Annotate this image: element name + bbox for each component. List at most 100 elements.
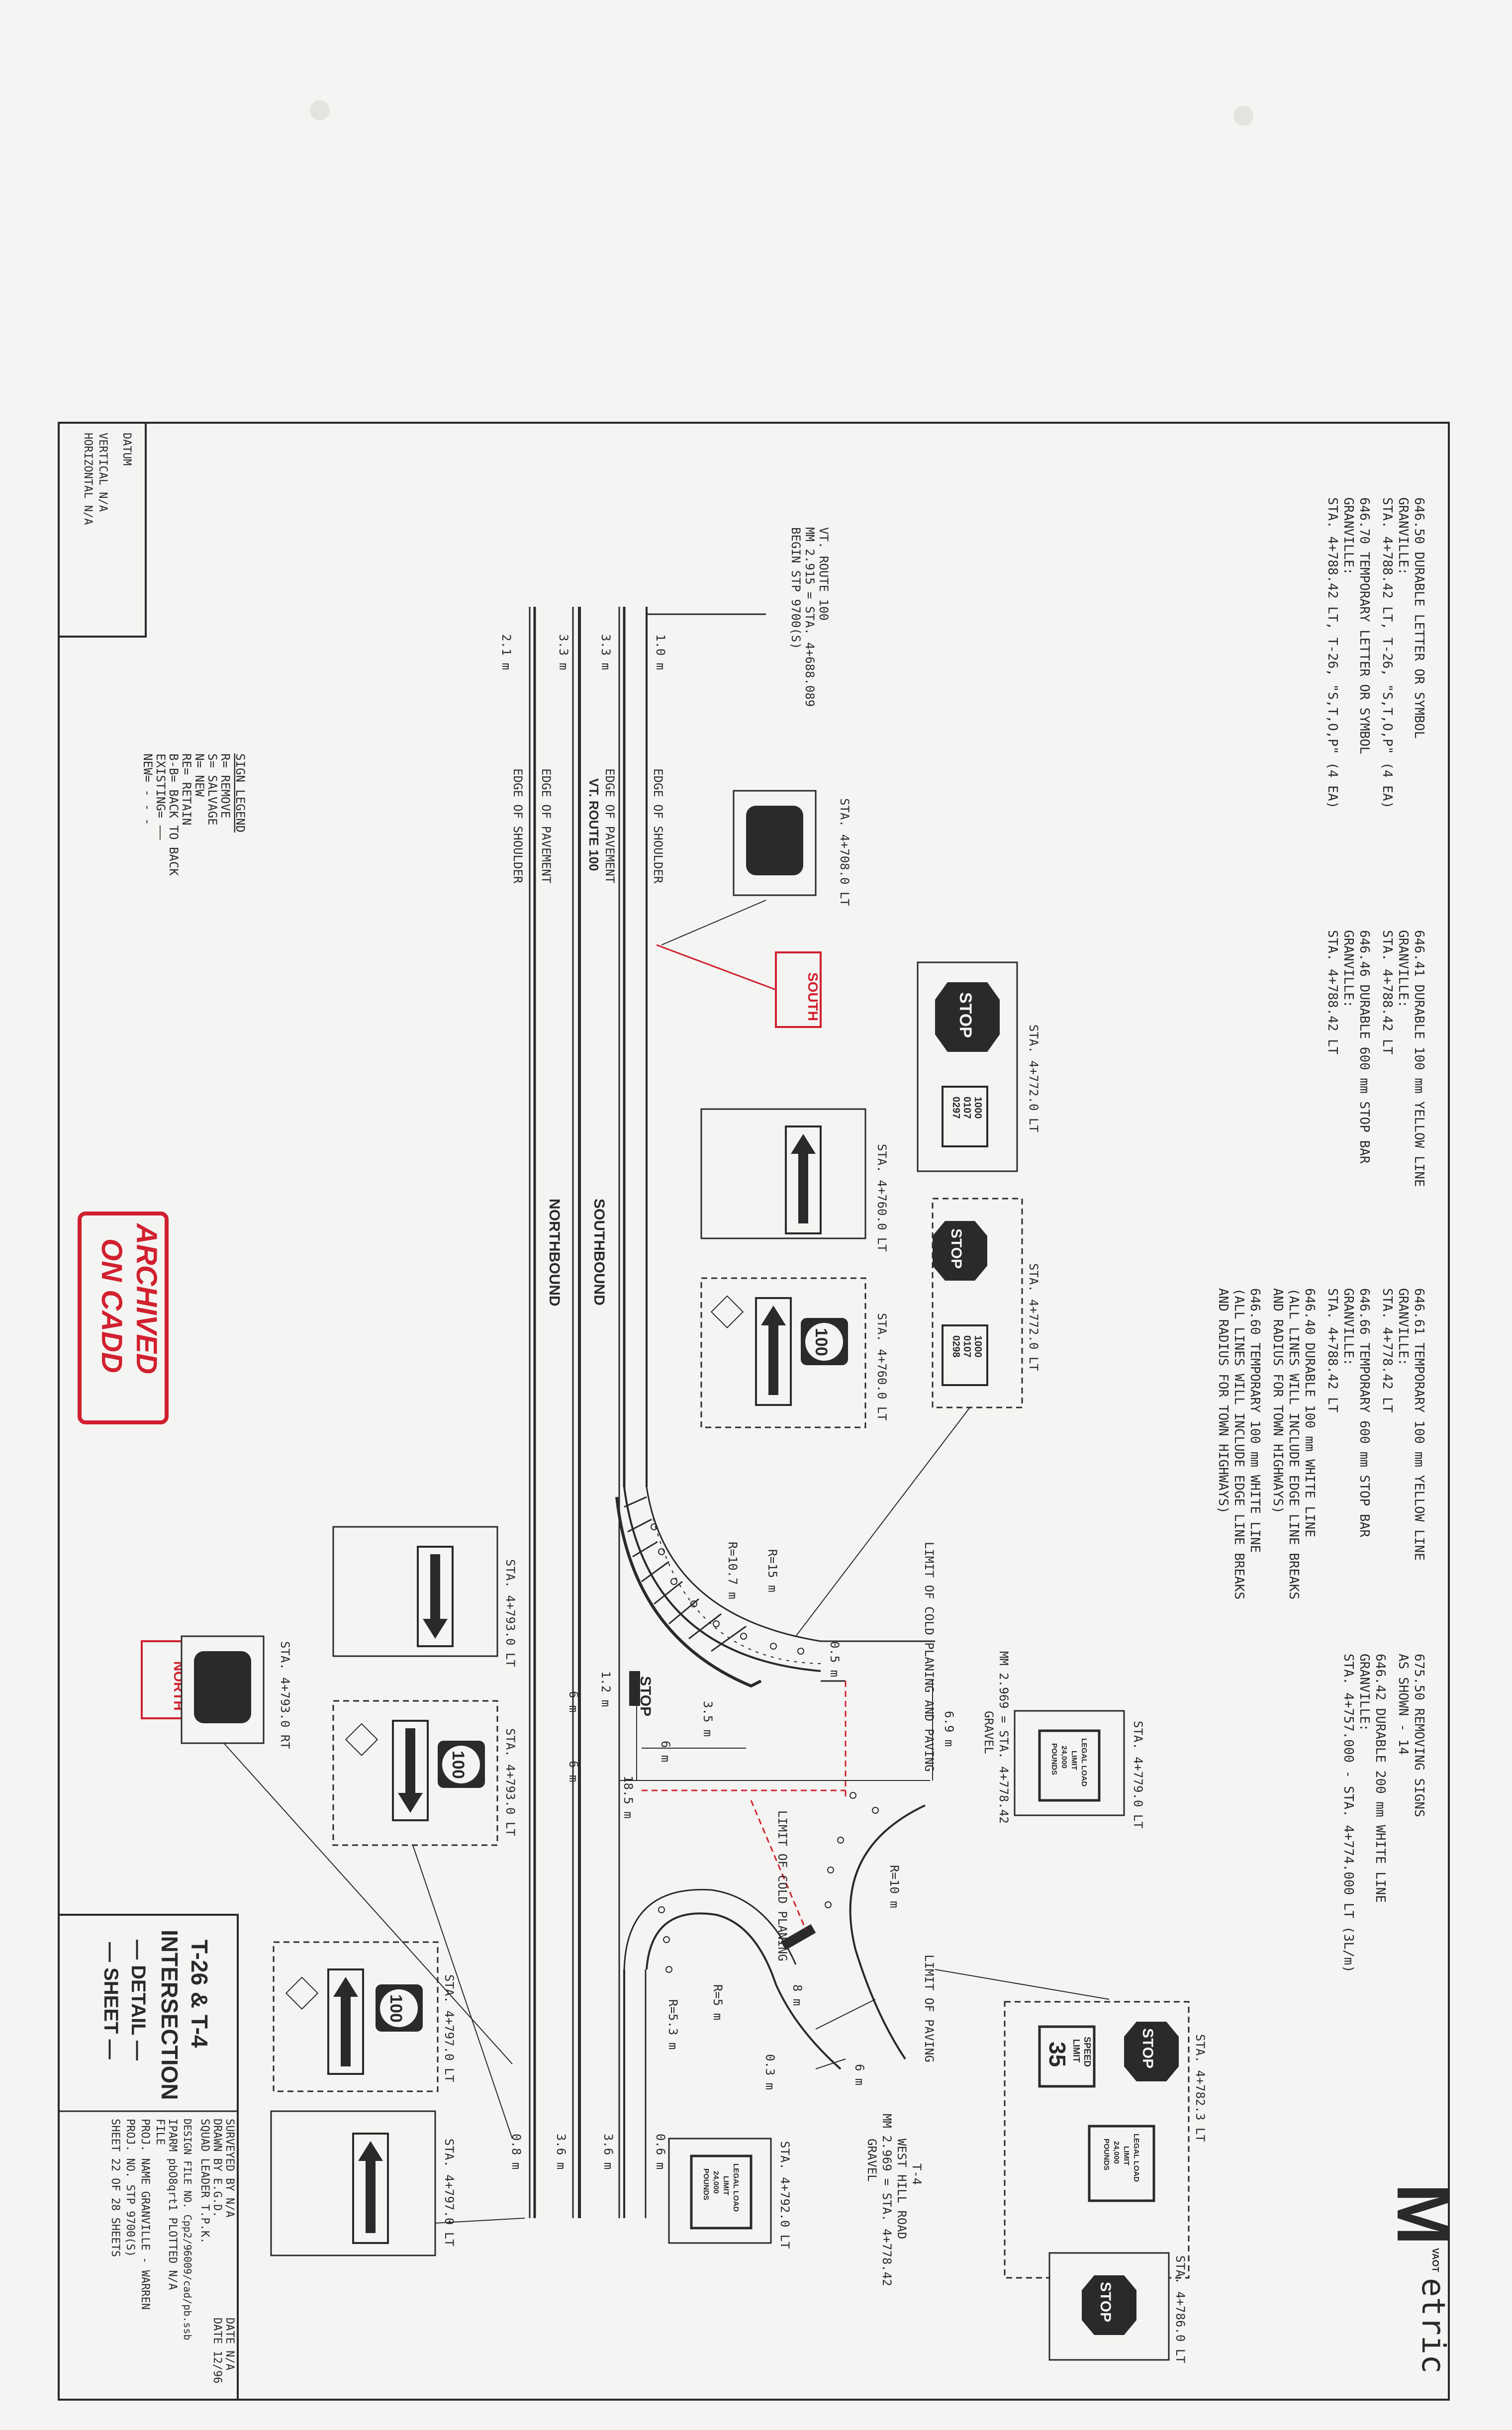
title-block: T-26 & T-4 INTERSECTION — DETAIL — — SHE… xyxy=(58,1914,239,2401)
note-line: 646.50 DURABLE LETTER OR SYMBOL xyxy=(1412,497,1426,739)
punch-hole xyxy=(310,100,330,120)
title-field: SQUAD LEADER T.P.K. xyxy=(198,2119,211,2244)
plate-icon xyxy=(942,1324,988,1386)
legend-item: R= REMOVE xyxy=(218,753,232,818)
note-line: 646.60 TEMPORARY 100 mm WHITE LINE xyxy=(1247,1288,1262,1553)
note-line: 646.61 TEMPORARY 100 mm YELLOW LINE xyxy=(1412,1288,1426,1561)
sign-panel-4793a: STA. 4+793.0 LT xyxy=(332,1526,517,1667)
sign-panel-4760a: STA. 4+760.0 LT xyxy=(700,1108,889,1252)
note-line: GRANVILLE: xyxy=(1357,1654,1372,1732)
station-label: STA. 4+782.3 LT xyxy=(1193,2034,1207,2142)
road xyxy=(529,607,648,2218)
curve-label: 6.9 m xyxy=(942,1711,956,1747)
sign-legend: SIGN LEGEND R= REMOVE S= SALVAGE N= NEW … xyxy=(141,753,247,876)
sign-text: LIMIT xyxy=(722,2176,730,2195)
south-label: SOUTH xyxy=(805,972,821,1021)
sign-panel-4786: STOP STA. 4+786.0 LT xyxy=(1048,2252,1187,2363)
object-marker-icon xyxy=(746,806,803,875)
title-line: — DETAIL — xyxy=(127,1940,149,2060)
curve-label: R=5.3 m xyxy=(666,1999,680,2050)
station-label: STA. 4+760.0 LT xyxy=(875,1313,889,1421)
label-edge-pavement: EDGE OF PAVEMENT xyxy=(603,768,617,883)
t4-intersection xyxy=(623,1792,926,2070)
legend-item: N= NEW xyxy=(192,753,206,797)
note-line: STA. 4+788.42 LT xyxy=(1380,930,1395,1055)
title-field: PROJ. NO. STP 9700(S) xyxy=(124,2119,136,2257)
note-line: STA. 4+778.42 LT xyxy=(1380,1288,1395,1413)
route-number: 100 xyxy=(386,1994,405,2023)
legend-item: EXISTING= —— xyxy=(154,753,168,840)
sign-text: LEGAL LOAD xyxy=(732,2163,740,2212)
sign-panel-4797a: 100 STA. 4+797.0 LT xyxy=(273,1941,456,2092)
note-line: GRANVILLE: xyxy=(1396,497,1411,575)
curve-label: LIMIT OF PAVING xyxy=(922,1955,936,2062)
curve-label: 18.5 m xyxy=(621,1776,635,1819)
note-line: STA. 4+788.42 LT xyxy=(1325,930,1340,1055)
route-begin-note: VT. ROUTE 100 MM 2.915 = STA. 4+688.089 … xyxy=(789,527,831,707)
curve-label: R=15 m xyxy=(765,1549,779,1592)
curve-label: 6 m xyxy=(852,2064,866,2085)
sign-panel-4797b: STA. 4+797.0 LT xyxy=(270,2110,525,2256)
plate-text: 1000 xyxy=(972,1335,983,1358)
south-marker: SOUTH xyxy=(656,944,822,1028)
curve-label: T-4 xyxy=(910,2163,924,2185)
note-line: STA. 4+788.42 LT xyxy=(1325,1288,1340,1413)
title-field: PROJ. NAME GRANVILLE - WARREN xyxy=(139,2119,151,2310)
legend-item: S= SALVAGE xyxy=(205,753,219,826)
sheet-border xyxy=(58,422,1450,2401)
note-line: GRANVILLE: xyxy=(1341,497,1356,575)
note-line: (ALL LINES WILL INCLUDE EDGE LINE BREAKS xyxy=(1286,1288,1301,1599)
legend-title: SIGN LEGEND xyxy=(233,753,247,833)
arrow-up-icon xyxy=(333,1977,358,2066)
station-label: STA. 4+760.0 LT xyxy=(875,1144,889,1252)
route-shield-icon xyxy=(442,1746,480,1783)
arrow-down-icon xyxy=(423,1554,448,1639)
note-line: GRANVILLE: xyxy=(1341,1288,1356,1366)
dim-label: 1.0 m xyxy=(654,634,667,670)
pavement-stop-marking: STOP xyxy=(637,1676,654,1716)
sign-panel-4708: STA. 4+708.0 LT xyxy=(661,790,851,945)
arrow-up-icon xyxy=(761,1306,786,1395)
stop-sign-text: STOP xyxy=(948,1228,964,1269)
note-line: 646.46 DURABLE 600 mm STOP BAR xyxy=(1357,930,1372,1164)
station-label: STA. 4+793.0 LT xyxy=(503,1728,517,1836)
sign-text: 24,000 xyxy=(1112,2141,1121,2164)
label-edge-pavement-2: EDGE OF PAVEMENT xyxy=(539,768,553,883)
curve-label: LIMIT OF COLD PLANING AND PAVING xyxy=(922,1542,936,1772)
plate-text: 0297 xyxy=(950,1097,961,1119)
note-line: STA. 4+757.000 - STA. 4+774.000 LT (3L/m… xyxy=(1341,1654,1356,1973)
notes-left-group: 646.50 DURABLE LETTER OR SYMBOL GRANVILL… xyxy=(1325,497,1426,809)
sign-text: POUNDS xyxy=(1050,1743,1058,1775)
title-field: SHEET 22 OF 28 SHEETS xyxy=(109,2119,121,2257)
curve-label: R=10.7 m xyxy=(726,1542,740,1599)
station-label: STA. 4+779.0 LT xyxy=(1131,1721,1145,1829)
curve-label: GRAVEL xyxy=(865,2139,879,2182)
stop-sign-icon xyxy=(933,1221,987,1281)
note-line: 675.50 REMOVING SIGNS xyxy=(1412,1654,1426,1817)
station-label: STA. 4+772.0 LT xyxy=(1027,1025,1040,1132)
reflector-icon xyxy=(710,1295,744,1328)
curve-label: 0.5 m xyxy=(828,1641,842,1677)
note-line: 646.40 DURABLE 100 mm WHITE LINE xyxy=(1302,1288,1317,1537)
metric-logo: M etric VAOT xyxy=(1382,2183,1465,2374)
datum-vertical: VERTICAL N/A xyxy=(96,433,109,512)
object-marker-icon xyxy=(194,1651,251,1723)
stop-sign-text: STOP xyxy=(956,992,975,1038)
dim-label: 0.6 m xyxy=(654,2134,667,2169)
logo-small: VAOT xyxy=(1430,2248,1440,2272)
route-shield-icon xyxy=(805,1323,843,1361)
note-line: STA. 4+788.42 LT, T-26, "S,T,O,P" (4 EA) xyxy=(1325,497,1340,809)
label-southbound: SOUTHBOUND xyxy=(591,1199,607,1306)
station-label: STA. 4+786.0 LT xyxy=(1173,2255,1187,2363)
archived-text: ON CADD xyxy=(95,1238,128,1373)
title-field: DATE N/A xyxy=(223,2318,236,2370)
station-label: STA. 4+793.0 LT xyxy=(503,1559,517,1667)
curve-label: LIMIT OF COLD PLANING xyxy=(775,1810,789,1961)
legal-load-sign-icon xyxy=(1088,2125,1155,2202)
note-line: AND RADIUS FOR TOWN HIGHWAYS) xyxy=(1270,1288,1285,1514)
legend-item: B-B= BACK TO BACK xyxy=(167,753,181,876)
curve-label: 6 m xyxy=(567,1761,580,1782)
dim-label: 3.3 m xyxy=(557,634,570,670)
notes-right-group: 646.61 TEMPORARY 100 mm YELLOW LINE GRAN… xyxy=(1216,1288,1426,1599)
title-field: SURVEYED BY N/A xyxy=(223,2119,236,2218)
